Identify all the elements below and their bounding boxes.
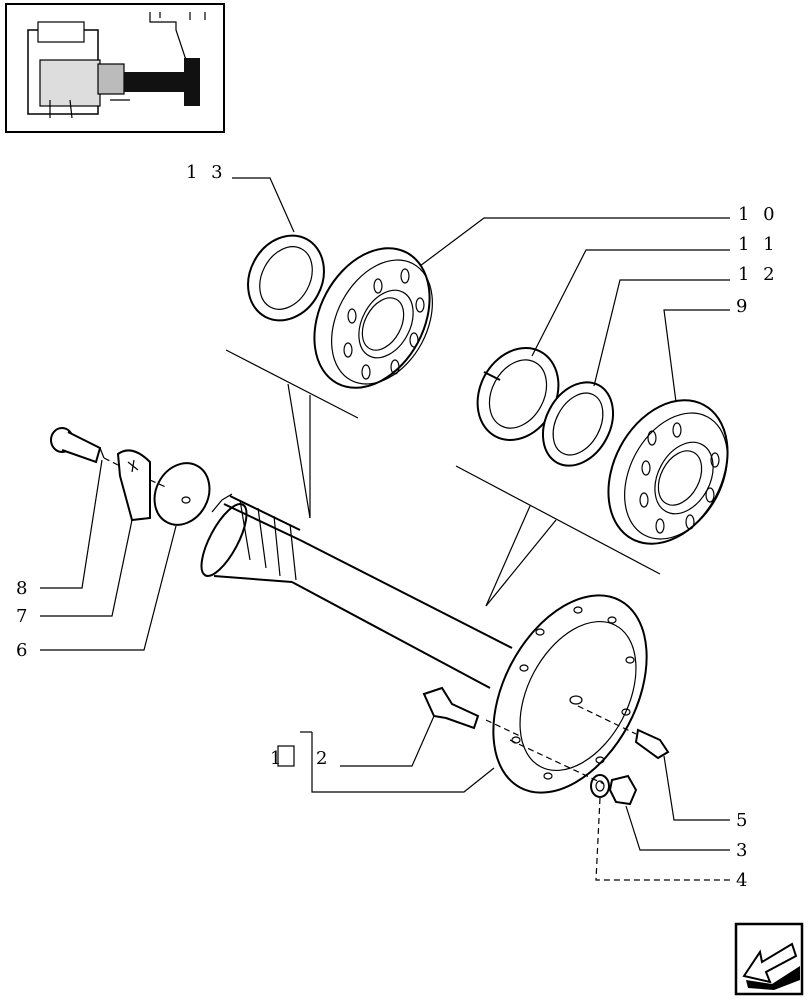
bolt-8 [50, 427, 119, 466]
flange [492, 594, 648, 794]
callout-4: 4 [736, 870, 751, 891]
grease-nipple-5 [577, 705, 670, 760]
previous-page-arrow-icon[interactable] [734, 922, 804, 996]
locator-thumbnail [5, 3, 225, 133]
callout-1-box [277, 745, 295, 767]
washer-6 [149, 462, 211, 526]
callout-12: 1 2 [738, 264, 779, 285]
callout-5: 5 [736, 810, 751, 831]
callout-8: 8 [16, 578, 31, 599]
stud-2 [422, 686, 521, 737]
callout-10: 1 0 [738, 204, 779, 225]
washer-4 [590, 774, 610, 798]
callout-11: 1 1 [738, 234, 779, 255]
callout-3: 3 [736, 840, 751, 861]
callout-9: 9 [736, 296, 751, 317]
ring-13 [247, 234, 325, 322]
assembly-brackets [225, 349, 661, 607]
bearing-9 [607, 399, 729, 545]
callout-13: 1 3 [186, 162, 227, 183]
callout-1: 1 [270, 748, 285, 769]
nut-3 [509, 739, 638, 806]
lock-plate-7 [116, 449, 151, 522]
ring-12 [541, 381, 615, 467]
bearing-10 [313, 247, 433, 389]
callout-7: 7 [16, 606, 31, 627]
leader-lines [40, 177, 730, 881]
callout-6: 6 [16, 640, 31, 661]
callout-2: 2 [316, 748, 331, 769]
splined-shaft [200, 493, 513, 689]
